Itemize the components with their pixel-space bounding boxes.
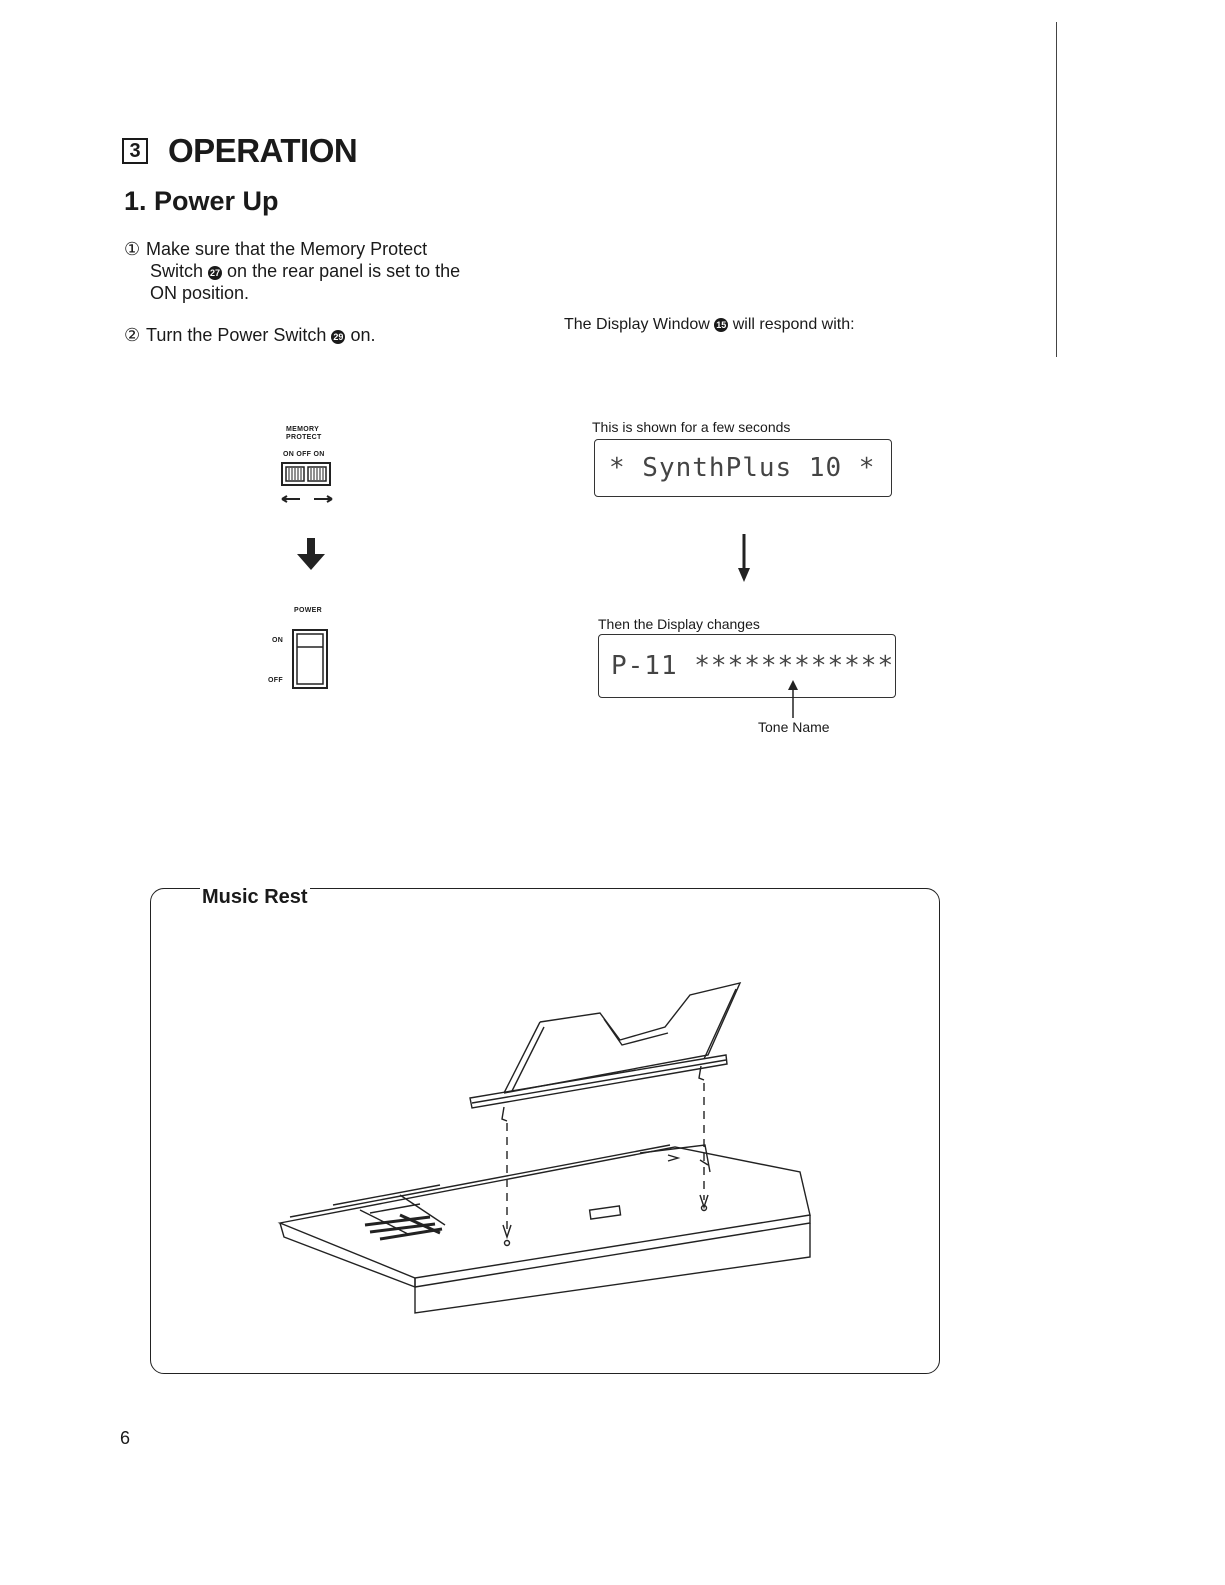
music-rest-illustration bbox=[277, 981, 811, 1314]
section-heading: 3 OPERATION bbox=[122, 132, 358, 170]
intro-text: will respond with: bbox=[732, 316, 855, 333]
switch-position-labels: ON OFF ON bbox=[283, 451, 325, 458]
step-text: ON position. bbox=[150, 283, 250, 303]
reference-badge: 29 bbox=[331, 330, 346, 344]
section-title: OPERATION bbox=[168, 132, 358, 169]
intro-text: The Display Window bbox=[564, 316, 710, 333]
lcd1-caption: This is shown for a few seconds bbox=[592, 419, 791, 435]
subsection-title: 1. Power Up bbox=[124, 186, 279, 216]
step-text: on. bbox=[350, 325, 376, 345]
margin-rule bbox=[1056, 22, 1057, 357]
power-label: POWER bbox=[294, 607, 322, 614]
step-text: Switch bbox=[150, 261, 204, 281]
music-rest-title: Music Rest bbox=[200, 886, 310, 909]
memory-protect-switch-icon bbox=[281, 462, 333, 503]
lcd-display-tone: P-11 ************ bbox=[598, 634, 896, 698]
down-arrow-icon bbox=[297, 538, 325, 570]
tone-name-label: Tone Name bbox=[758, 719, 830, 735]
lcd-display-startup: * SynthPlus 10 * bbox=[594, 439, 892, 497]
down-arrow-icon bbox=[738, 534, 750, 582]
reference-badge: 15 bbox=[714, 318, 729, 332]
reference-badge: 27 bbox=[208, 266, 223, 280]
step-number: ② bbox=[124, 325, 141, 345]
pointer-arrow-icon bbox=[788, 680, 798, 718]
memory-protect-label: MEMORY PROTECT bbox=[286, 426, 322, 441]
music-rest-frame bbox=[150, 888, 940, 1374]
lcd2-caption: Then the Display changes bbox=[598, 616, 760, 632]
power-on-label: ON bbox=[272, 637, 284, 644]
power-off-label: OFF bbox=[268, 677, 283, 684]
power-switch-icon bbox=[292, 629, 328, 689]
display-intro: The Display Window 15 will respond with: bbox=[564, 316, 855, 334]
step-text: Make sure that the Memory Protect bbox=[146, 239, 428, 259]
step-number: ① bbox=[124, 239, 141, 259]
step-text: on the rear panel is set to the bbox=[227, 261, 461, 281]
step-text: Turn the Power Switch bbox=[146, 325, 327, 345]
page-number: 6 bbox=[120, 1428, 131, 1448]
section-number-box: 3 bbox=[122, 138, 148, 164]
